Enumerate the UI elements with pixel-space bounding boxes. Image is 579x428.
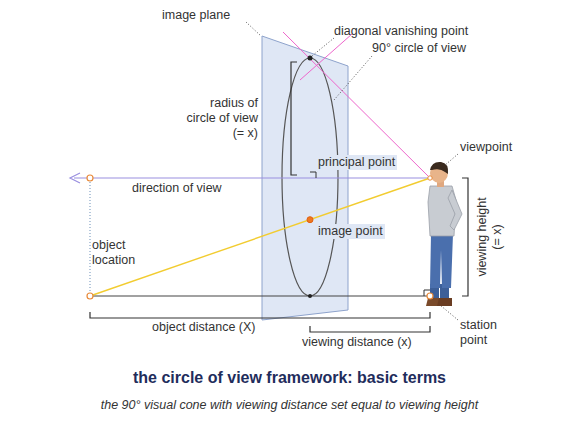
leader-line <box>312 38 334 56</box>
drop-line <box>90 182 91 292</box>
bracket <box>310 326 430 332</box>
figure-title: the circle of view framework: basic term… <box>0 369 579 387</box>
sight-line <box>90 178 430 296</box>
leader-line <box>444 154 458 166</box>
dimension-label: viewing distance (x) <box>302 335 412 350</box>
point-label: station point <box>460 318 510 348</box>
circle-bottom-marker <box>308 294 312 298</box>
jeans <box>430 234 453 288</box>
dimension-label: object distance (X) <box>152 320 256 335</box>
right-angle-mark <box>310 172 316 178</box>
bracket <box>90 312 430 318</box>
point-marker <box>87 293 93 299</box>
point-label: object location <box>92 238 150 268</box>
circle-of-view <box>282 58 338 296</box>
plane-label: image plane <box>162 8 230 23</box>
viewpoint-marker <box>428 176 432 180</box>
point-label: viewpoint <box>460 140 512 155</box>
bracket <box>291 62 297 175</box>
boot <box>437 298 452 306</box>
figure-caption: the 90° visual cone with viewing distanc… <box>0 398 579 412</box>
image-point-marker <box>307 217 313 223</box>
hair <box>430 162 448 174</box>
bracket <box>462 178 468 296</box>
point-label: diagonal vanishing point <box>334 24 468 39</box>
dimension-label: radius of circle of view (= x) <box>178 96 258 141</box>
station-point-marker <box>427 293 433 299</box>
ground-line <box>90 295 430 296</box>
dimension-label: viewing height (= x) <box>475 191 505 283</box>
arm <box>448 190 462 230</box>
vanishing-point-marker <box>308 56 313 61</box>
person-figure <box>426 162 462 306</box>
diagonal-line <box>300 34 352 80</box>
point-label: image point <box>316 224 385 239</box>
arrowhead <box>70 173 80 183</box>
direction-of-view-line <box>74 177 430 178</box>
circle-label: 90° circle of view <box>372 41 466 56</box>
point-label: principal point <box>316 155 397 170</box>
leader-line <box>334 56 372 100</box>
direction-label: direction of view <box>132 181 222 196</box>
leader-line <box>246 22 261 36</box>
point-marker <box>87 175 93 181</box>
